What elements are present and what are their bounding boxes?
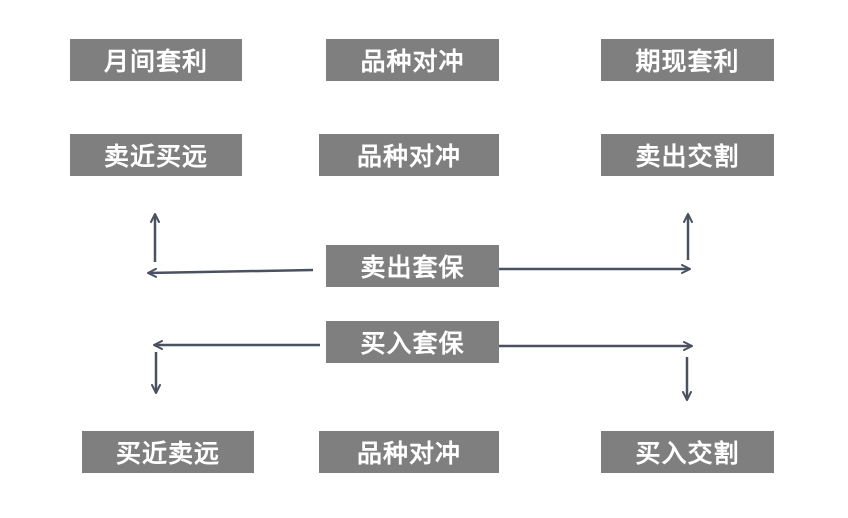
box-calendar-spread: 月间套利 [70, 39, 242, 81]
box-cross-commodity-hedge-bottom: 品种对冲 [319, 431, 499, 473]
box-buy-near-sell-far: 买近卖远 [82, 431, 254, 473]
box-sell-near-buy-far: 卖近买远 [70, 134, 242, 176]
box-basis-arbitrage: 期现套利 [601, 39, 774, 81]
box-cross-commodity-hedge-middle: 品种对冲 [319, 134, 499, 176]
box-buy-hedge: 买入套保 [326, 321, 499, 363]
arrow-sell-to-left [147, 267, 314, 278]
box-buy-delivery: 买入交割 [601, 431, 774, 473]
box-cross-commodity-hedge-top: 品种对冲 [326, 39, 499, 81]
box-sell-hedge: 卖出套保 [326, 245, 499, 287]
box-sell-delivery: 卖出交割 [601, 134, 774, 176]
